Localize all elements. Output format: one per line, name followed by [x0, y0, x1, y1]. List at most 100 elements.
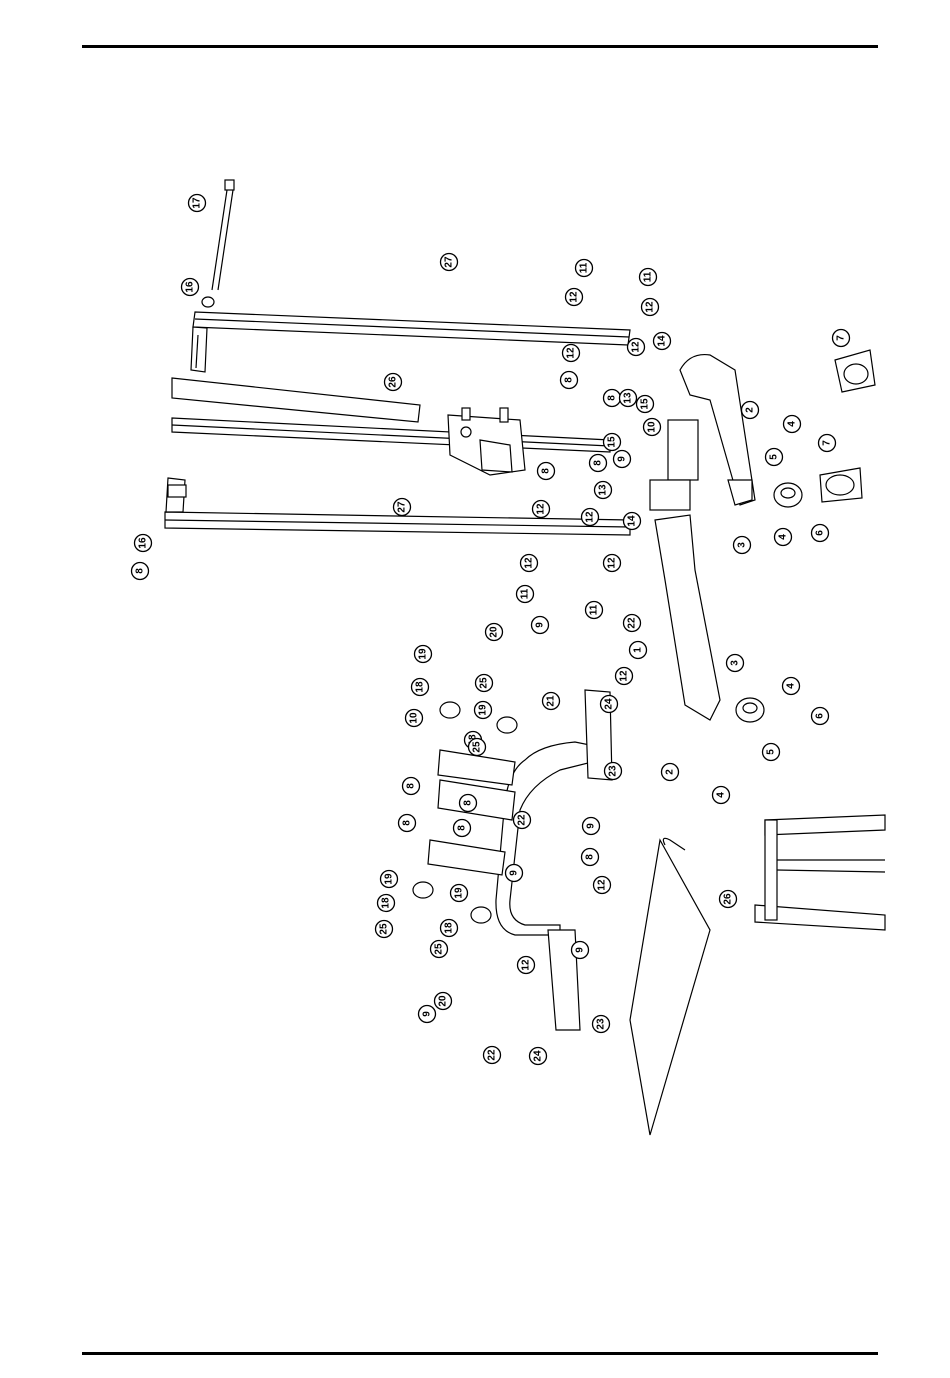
callout-19: 19 [415, 646, 432, 663]
callout-15: 15 [637, 396, 654, 413]
callout-2: 2 [742, 402, 759, 419]
callout-11: 11 [576, 260, 593, 277]
callout-10: 10 [644, 419, 661, 436]
callout-label: 19 [478, 704, 489, 716]
callout-label: 1 [633, 647, 644, 653]
callout-label: 12 [569, 291, 580, 303]
callout-5: 5 [763, 744, 780, 761]
callout-label: 26 [723, 893, 734, 905]
callout-label: 2 [665, 769, 676, 775]
callout-label: 6 [815, 713, 826, 719]
callout-12: 12 [533, 501, 550, 518]
callout-label: 25 [434, 943, 445, 955]
callout-12: 12 [594, 877, 611, 894]
callout-14: 14 [654, 333, 671, 350]
callout-label: 22 [487, 1049, 498, 1061]
callout-label: 27 [397, 501, 408, 513]
callout-label: 4 [786, 683, 797, 689]
callout-label: 12 [619, 670, 630, 682]
callout-label: 11 [579, 262, 590, 273]
callout-8: 8 [538, 463, 555, 480]
part-rod [202, 180, 234, 307]
callout-22: 22 [624, 615, 641, 632]
callout-label: 12 [536, 503, 547, 515]
callout-18: 18 [441, 920, 458, 937]
callout-7: 7 [833, 330, 850, 347]
callout-20: 20 [435, 993, 452, 1010]
callout-8: 8 [561, 372, 578, 389]
callout-label: 6 [815, 530, 826, 536]
callout-label: 22 [627, 617, 638, 629]
callout-label: 22 [517, 814, 528, 826]
callout-9: 9 [572, 942, 589, 959]
callout-1: 1 [630, 642, 647, 659]
callout-label: 16 [185, 281, 196, 293]
callout-4: 4 [713, 787, 730, 804]
callout-label: 24 [533, 1050, 544, 1062]
callout-9: 9 [532, 617, 549, 634]
callout-label: 8 [463, 800, 474, 806]
callout-label: 15 [607, 436, 618, 448]
callout-19: 19 [451, 885, 468, 902]
callout-label: 7 [822, 440, 833, 446]
callout-12: 12 [518, 957, 535, 974]
callout-label: 4 [778, 534, 789, 540]
callout-25: 25 [376, 921, 393, 938]
callout-12: 12 [616, 668, 633, 685]
callout-label: 11 [643, 271, 654, 282]
callout-label: 3 [737, 542, 748, 548]
callout-label: 9 [575, 947, 586, 953]
callout-13: 13 [620, 390, 637, 407]
callout-label: 9 [586, 823, 597, 829]
part-upper-rail [191, 312, 630, 372]
callout-22: 22 [484, 1047, 501, 1064]
callout-label: 5 [766, 749, 777, 755]
callout-11: 11 [517, 586, 534, 603]
callout-label: 12 [524, 557, 535, 569]
callout-label: 8 [541, 468, 552, 474]
callout-label: 5 [769, 454, 780, 460]
callout-label: 8 [593, 460, 604, 466]
callout-label: 12 [597, 879, 608, 891]
callout-label: 9 [617, 456, 628, 462]
callout-7: 7 [819, 435, 836, 452]
callout-label: 13 [623, 392, 634, 404]
callout-label: 23 [608, 765, 619, 777]
callout-22: 22 [514, 812, 531, 829]
callout-8: 8 [590, 455, 607, 472]
callout-label: 18 [415, 681, 426, 693]
callout-9: 9 [506, 865, 523, 882]
callout-21: 21 [543, 693, 560, 710]
callout-label: 25 [379, 923, 390, 935]
callout-25: 25 [476, 675, 493, 692]
callout-8: 8 [403, 778, 420, 795]
callout-label: 19 [418, 648, 429, 660]
callout-label: 12 [585, 511, 596, 523]
callout-27: 27 [441, 254, 458, 271]
callout-label: 4 [716, 792, 727, 798]
callout-label: 8 [585, 854, 596, 860]
callout-23: 23 [605, 763, 622, 780]
callout-13: 13 [595, 482, 612, 499]
part-center-jack [172, 378, 610, 475]
callout-2: 2 [662, 764, 679, 781]
callout-24: 24 [530, 1048, 547, 1065]
callout-9: 9 [614, 451, 631, 468]
callout-label: 12 [645, 301, 656, 313]
callout-label: 3 [730, 660, 741, 666]
callout-12: 12 [628, 339, 645, 356]
callout-16: 16 [182, 279, 199, 296]
callout-3: 3 [727, 655, 744, 672]
callout-label: 20 [489, 626, 500, 638]
callout-20: 20 [486, 624, 503, 641]
callout-3: 3 [734, 537, 751, 554]
callout-label: 21 [546, 695, 557, 707]
callout-19: 19 [381, 871, 398, 888]
callout-25: 25 [431, 941, 448, 958]
callout-label: 27 [444, 256, 455, 268]
callout-12: 12 [642, 299, 659, 316]
callout-12: 12 [566, 289, 583, 306]
callout-label: 14 [627, 515, 638, 527]
callout-8: 8 [582, 849, 599, 866]
